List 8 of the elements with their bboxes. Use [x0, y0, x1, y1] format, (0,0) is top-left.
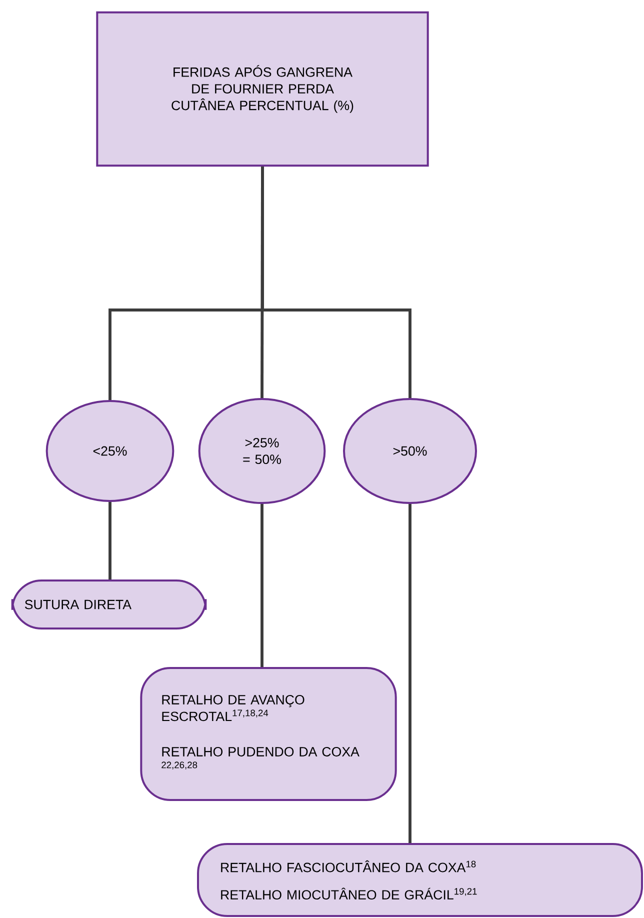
title-box: FERIDAS APÓS GANGRENA DE FOURNIER PERDA CUTÂNEA PERCENTUAL (%)	[96, 11, 429, 167]
connector-line	[260, 504, 264, 667]
treatment-box: RETALHO DE AVANÇO ESCROTAL$^{17,18,24}$ RETALHO PUDENDO DA COXA 22,26,28	[140, 667, 397, 801]
connector-line	[261, 166, 412, 398]
treatment-box: RETALHO FASCIOCUTÂNEO DA COXA$^{18}$ RETALHO MIOCUTÂNEO DE GRÁCIL$^{19,21}$	[197, 843, 643, 917]
treatment-box: SUTURA DIRETA	[11, 580, 207, 630]
connector-line	[108, 502, 112, 580]
connector-line	[408, 504, 412, 843]
